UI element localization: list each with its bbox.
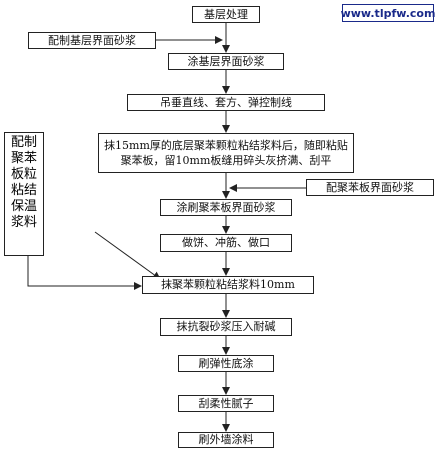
step-elastic-primer: 刷弹性底涂 [178,355,274,372]
side-label: 配制基层界面砂浆 [48,33,136,47]
step-label: 做饼、冲筋、做口 [182,236,270,249]
step-bond-eps-board: 抹15mm厚的底层聚苯颗粒粘结浆料后，随即粘贴聚苯板，留10mm板缝用碎头灰挤满… [98,133,354,173]
step-apply-eps-interface-mortar: 涂刷聚苯板界面砂浆 [160,199,292,216]
step-label: 抹抗裂砂浆压入耐碱 [176,320,276,333]
step-label: 抹15mm厚的底层聚苯颗粒粘结浆料后，随即粘贴聚苯板，留10mm板缝用碎头灰挤满… [104,139,348,167]
step-label: 吊垂直线、套方、弹控制线 [160,95,292,109]
step-label: 抹聚苯颗粒粘结浆料10mm [161,278,295,291]
step-make-pads: 做饼、冲筋、做口 [160,234,292,252]
side-label: 配聚苯板界面砂浆 [326,180,414,194]
side-vertical-label: 配制聚苯板粒粘结保温浆料 [10,135,37,230]
watermark-label: www.tlpfw.com [341,4,435,22]
step-plumb-lines: 吊垂直线、套方、弹控制线 [127,94,325,111]
side-eps-interface-mortar: 配聚苯板界面砂浆 [306,179,434,196]
step-label: 刷外墙涂料 [198,433,254,446]
step-label: 刷弹性底涂 [198,356,254,370]
step-label: 刮柔性腻子 [198,396,254,410]
step-label: 基层处理 [204,7,248,21]
step-anti-crack-mortar: 抹抗裂砂浆压入耐碱 [160,318,292,336]
step-exterior-paint: 刷外墙涂料 [178,432,274,448]
step-flexible-putty: 刮柔性腻子 [178,395,274,412]
side-base-interface-mortar: 配制基层界面砂浆 [28,32,156,49]
connector-diagonal [94,231,161,280]
step-apply-particle-slurry: 抹聚苯颗粒粘结浆料10mm [142,276,314,294]
step-base-treatment: 基层处理 [192,6,260,23]
step-apply-base-interface-mortar: 涂基层界面砂浆 [168,53,284,70]
side-insulation-slurry: 配制聚苯板粒粘结保温浆料 [4,132,44,256]
step-label: 涂刷聚苯板界面砂浆 [176,200,276,214]
connector-insulation-slurry [27,256,142,290]
step-label: 涂基层界面砂浆 [187,54,265,68]
